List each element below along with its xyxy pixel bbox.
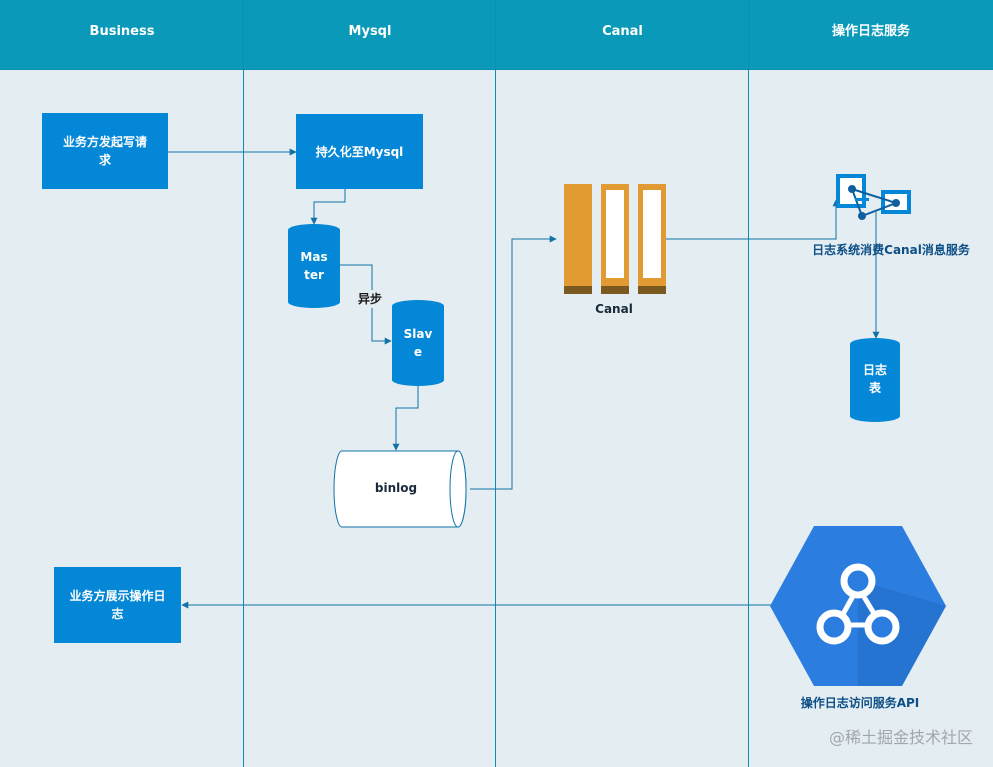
master-db-cylinder: [288, 224, 340, 308]
edge-slave-to-binlog: [392, 386, 419, 451]
edge-binlog-to-canal: [470, 235, 557, 490]
edge-canal-to-consumer: [666, 199, 840, 240]
lane-title-mysql: Mysql: [348, 24, 392, 39]
message-service-icon: [836, 174, 911, 220]
header-divider: [0, 69, 993, 70]
lane-title-canal: Canal: [602, 24, 643, 39]
async-label: 异步: [355, 290, 385, 308]
canal-label: Canal: [595, 302, 633, 316]
slave-db-cylinder: [392, 300, 444, 386]
lane-title-business: Business: [89, 24, 155, 39]
lane-title-log-service: 操作日志服务: [831, 24, 910, 39]
binlog-label: binlog: [374, 481, 418, 495]
lane-divider: [495, 0, 496, 767]
node-write-request: 业务方发起写请求: [42, 113, 168, 189]
edge-persist-to-master: [310, 189, 346, 225]
watermark: @稀土掘金技术社区: [828, 728, 973, 747]
slave-label: Slave: [403, 327, 433, 359]
lane-divider: [243, 0, 244, 767]
canal-queue-icon: [564, 184, 666, 294]
log-api-hexagon-icon: [770, 526, 946, 686]
log-table-cylinder: [850, 338, 900, 422]
node-show-logs: 业务方展示操作日志: [54, 567, 181, 643]
consumer-label: 日志系统消费Canal消息服务: [812, 243, 970, 257]
swimlane-header: [0, 0, 993, 70]
log-table-label: 日志表: [862, 363, 887, 395]
node-persist-mysql: 持久化至Mysql: [296, 114, 423, 189]
lane-divider: [748, 0, 749, 767]
log-api-label: 操作日志访问服务API: [800, 696, 920, 710]
master-label: Master: [300, 250, 328, 282]
binlog-cylinder: [333, 450, 467, 528]
